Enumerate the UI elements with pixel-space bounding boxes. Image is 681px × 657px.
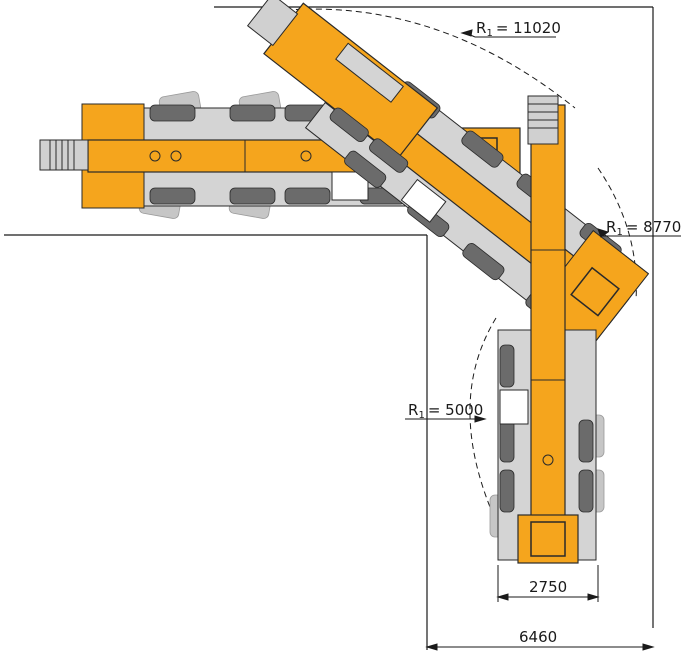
crane-upper-swing [246, 0, 439, 173]
label-radius-inner: R1= 5000 [408, 401, 483, 421]
arc-inner-radius [469, 317, 497, 513]
label-vehicle-width: 2750 [529, 578, 567, 596]
label-radius-middle: R1= 8770 [606, 218, 681, 238]
dimension-lines [405, 29, 681, 651]
label-radius-outer: R1= 11020 [476, 19, 561, 39]
label-road-width: 6460 [519, 628, 557, 646]
crane-vertical-position [489, 95, 605, 564]
